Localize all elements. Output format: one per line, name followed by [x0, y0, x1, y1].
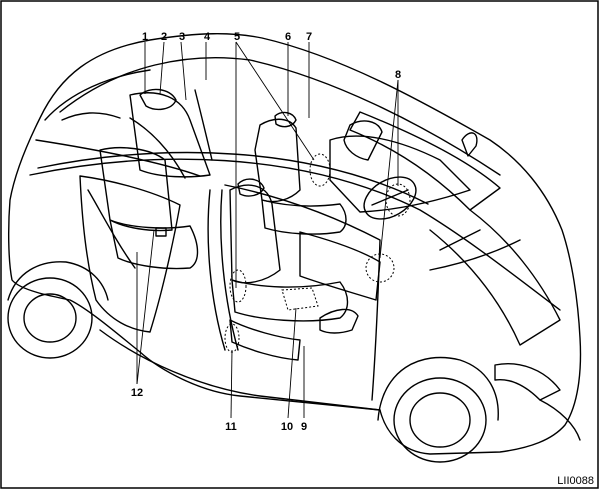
front-door-panel	[299, 231, 381, 301]
seat-sensor-zone	[281, 287, 319, 311]
figure-code: LII0088	[557, 475, 594, 487]
dashboard	[329, 135, 471, 213]
car-body-outline	[7, 33, 582, 455]
rear-headrest	[139, 88, 177, 111]
callout-8: 8	[395, 69, 401, 81]
leader-11	[230, 349, 233, 419]
leader-5b	[235, 41, 315, 161]
callout-9: 9	[301, 421, 307, 433]
roof-rail-inner	[37, 151, 429, 205]
front-wheel	[393, 377, 487, 463]
steering-wheel	[363, 176, 417, 220]
leader-3	[180, 41, 187, 101]
rear-seat-cushion	[109, 219, 199, 270]
hood-crease	[429, 239, 521, 271]
callout-11: 11	[225, 421, 237, 433]
rear-seatbelt-left	[87, 189, 136, 269]
leader-10	[287, 307, 297, 419]
rear-buckle	[155, 227, 167, 237]
b-pillar-rear	[220, 189, 239, 351]
driver-seat-cushion	[231, 279, 349, 322]
callout-1: 1	[142, 31, 148, 43]
callout-4: 4	[204, 31, 211, 43]
passenger-side-airbag-zone	[309, 153, 331, 187]
callout-7: 7	[306, 31, 312, 43]
rear-door-opening	[79, 175, 181, 333]
callout-10: 10	[281, 421, 293, 433]
leader-2	[159, 41, 165, 95]
callout-5: 5	[234, 31, 240, 43]
front-bumper	[539, 399, 581, 441]
rear-hatch-edge	[44, 69, 151, 121]
rear-wheel-arch	[7, 261, 109, 301]
roof-rail	[29, 158, 561, 311]
rear-seatbelt-right	[129, 117, 186, 179]
rear-seatbelt-center	[194, 89, 213, 161]
hood	[429, 209, 561, 346]
front-wheel-hub	[409, 392, 471, 448]
callout-12: 12	[131, 387, 143, 399]
rear-wiper	[61, 112, 121, 121]
leader-12b	[136, 229, 155, 385]
driver-door-trim	[229, 319, 301, 361]
callout-6: 6	[285, 31, 291, 43]
driver-seatback	[229, 184, 281, 284]
steering-spoke	[371, 189, 409, 206]
front-door-opening	[224, 184, 381, 401]
headlight	[494, 363, 561, 401]
side-sill	[99, 329, 381, 411]
driver-side-airbag-zone	[229, 269, 247, 303]
roof-rear-edge	[35, 139, 201, 177]
side-mirror	[461, 132, 478, 157]
center-armrest	[319, 308, 359, 334]
rear-wheel-hub	[23, 293, 77, 343]
b-pillar-front	[207, 189, 226, 351]
front-wheel-arch	[377, 356, 499, 421]
rear-wheel	[7, 277, 93, 359]
passenger-seat-cushion	[261, 199, 347, 235]
rear-seatback-right	[129, 92, 211, 178]
driver-headrest	[237, 178, 265, 197]
callout-3: 3	[179, 31, 185, 43]
leader-8b	[379, 79, 399, 259]
callout-2: 2	[161, 31, 167, 43]
hood-line	[439, 229, 481, 251]
dash-display	[343, 120, 383, 161]
rear-seatback-left	[99, 147, 173, 232]
